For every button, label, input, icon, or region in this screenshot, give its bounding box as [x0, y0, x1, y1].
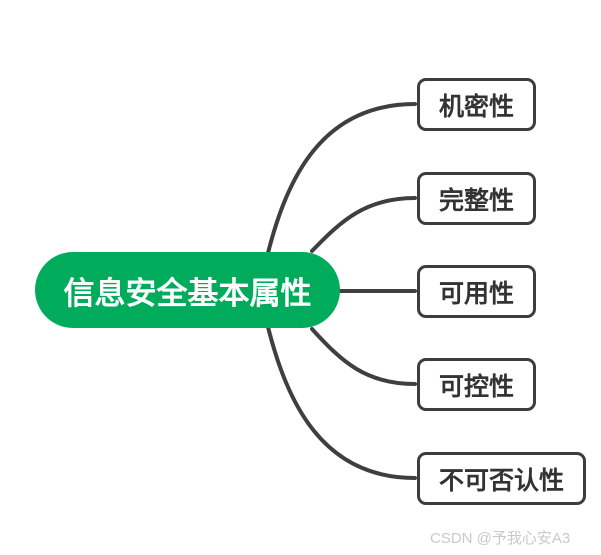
central-topic-label: 信息安全基本属性	[63, 275, 312, 311]
edge-confidentiality	[266, 102, 417, 255]
edge-non-repudiation	[266, 325, 417, 480]
branch-label-integrity: 完整性	[439, 186, 515, 215]
branch-label-controllability: 可控性	[439, 372, 515, 401]
branch-label-non-repudiation: 不可否认性	[439, 466, 565, 495]
branch-node-confidentiality: 机密性	[417, 78, 537, 131]
branch-label-confidentiality: 机密性	[439, 92, 515, 121]
edge-integrity	[310, 196, 417, 253]
csdn-watermark: CSDN @予我心安A3	[430, 530, 571, 547]
edge-controllability	[310, 327, 417, 386]
branch-node-non-repudiation: 不可否认性	[417, 452, 587, 505]
branch-node-controllability: 可控性	[417, 358, 537, 411]
central-topic-node: 信息安全基本属性	[35, 252, 340, 328]
branch-label-availability: 可用性	[439, 279, 515, 308]
branch-node-availability: 可用性	[417, 265, 537, 318]
branch-node-integrity: 完整性	[417, 172, 537, 225]
